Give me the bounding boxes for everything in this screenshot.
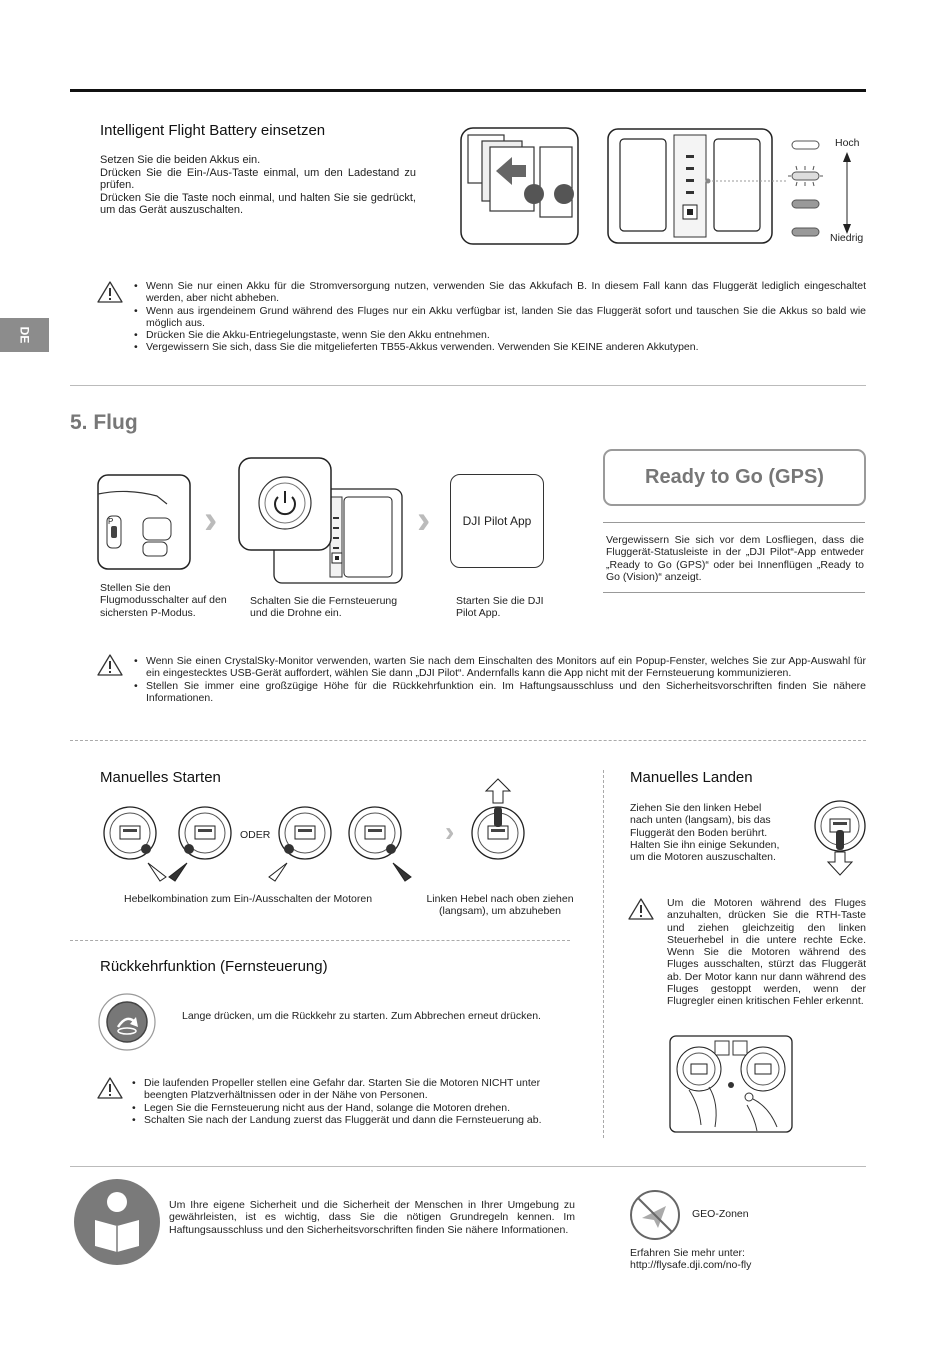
svg-text:›: › [445,816,454,847]
language-tab: DE [0,318,49,352]
rth-warning-list: Die laufenden Propeller stellen eine Gef… [132,1077,568,1126]
ready-to-go-badge: Ready to Go (GPS) [603,449,866,506]
step3-caption: Starten Sie die DJI Pilot App. [456,595,544,620]
rth-heading: Rückkehrfunktion (Fernsteuerung) [100,958,328,975]
flight-warning-list: Wenn Sie einen CrystalSky-Monitor verwen… [134,655,866,704]
warning-item: Wenn Sie einen CrystalSky-Monitor verwen… [134,655,866,680]
ready-text: Vergewissern Sie sich vor dem Losfliegen… [606,534,864,583]
warning-item: Schalten Sie nach der Landung zuerst das… [132,1114,568,1127]
dashed-divider [70,740,866,741]
battery-line: Setzen Sie die beiden Akkus ein. [100,154,261,166]
geo-zones-label: GEO-Zonen [692,1208,749,1220]
level-low-label: Niedrig [830,232,864,244]
manual-landing-heading: Manuelles Landen [630,769,753,786]
battery-insert-illustration [460,127,579,245]
oder-label: ODER [240,829,271,841]
svg-text:P: P [108,517,113,526]
warning-item: Vergewissern Sie sich, dass Sie die mitg… [134,341,866,354]
dashed-divider [70,940,570,941]
ready-rule-top [603,522,865,523]
no-fly-zone-icon [630,1190,680,1240]
battery-level-leds [788,140,851,237]
rth-button-icon [98,993,156,1051]
power-on-illustration [238,457,403,584]
warning-item: Wenn aus irgendeinem Grund während des F… [134,305,866,330]
manual-landing-text: Ziehen Sie den linken Hebel nach unten (… [630,802,780,864]
warning-item: Legen Sie die Fernsteuerung nicht aus de… [132,1102,568,1115]
lift-caption: Linken Hebel nach oben ziehen (langsam),… [426,893,574,918]
read-manual-icon [74,1179,160,1265]
warning-item: Stellen Sie immer eine großzügige Höhe f… [134,680,866,705]
top-rule [70,89,866,92]
level-high-label: Hoch [835,137,860,149]
section-title: 5. Flug [70,411,138,434]
emergency-stop-illustration [669,1035,793,1133]
step-chevron-icon: › [204,498,218,542]
battery-line: Drücken Sie die Ein-/Aus-Taste einmal, u… [100,166,416,192]
battery-instructions: Setzen Sie die beiden Akkus ein. Drücken… [100,154,416,217]
ready-rule-bottom [603,592,865,593]
flysafe-link[interactable]: http://flysafe.dji.com/no-fly [630,1259,752,1271]
warning-icon [628,898,654,920]
learn-more-label: Erfahren Sie mehr unter: [630,1247,745,1259]
safety-text: Um Ihre eigene Sicherheit und die Sicher… [169,1199,575,1236]
battery-heading: Intelligent Flight Battery einsetzen [100,122,326,139]
section-divider [70,385,866,386]
dji-pilot-app-box: DJI Pilot App [450,474,544,568]
step1-caption: Stellen Sie den Flugmodusschalter auf de… [100,582,227,619]
vertical-dashed-divider [603,770,604,1138]
battery-line: Drücken Sie die Taste noch einmal, und h… [100,191,416,217]
warning-icon [97,281,123,303]
warning-item: Wenn Sie nur einen Akku für die Stromver… [134,280,866,305]
rth-text: Lange drücken, um die Rückkehr zu starte… [182,1010,541,1022]
warning-item: Drücken Sie die Akku-Entriegelungstaste,… [134,329,866,342]
flight-mode-switch-illustration: P [97,474,191,570]
battery-warning-list: Wenn Sie nur einen Akku für die Stromver… [134,280,866,354]
stick-combination-illustration: › [103,778,525,882]
footer-divider [70,1166,866,1167]
warning-item: Die laufenden Propeller stellen eine Gef… [132,1077,568,1102]
motor-stop-warning: Um die Motoren während des Fluges anzuha… [667,897,866,1008]
manual-start-heading: Manuelles Starten [100,769,221,786]
stick-combo-caption: Hebelkombination zum Ein-/Ausschalten de… [124,893,373,905]
left-stick-down-illustration [814,800,866,876]
step-chevron-icon: › [417,498,431,542]
warning-icon [97,1077,123,1099]
battery-bay-illustration [607,128,786,244]
warning-icon [97,654,123,676]
step2-caption: Schalten Sie die Fernsteuerung und die D… [250,595,398,620]
